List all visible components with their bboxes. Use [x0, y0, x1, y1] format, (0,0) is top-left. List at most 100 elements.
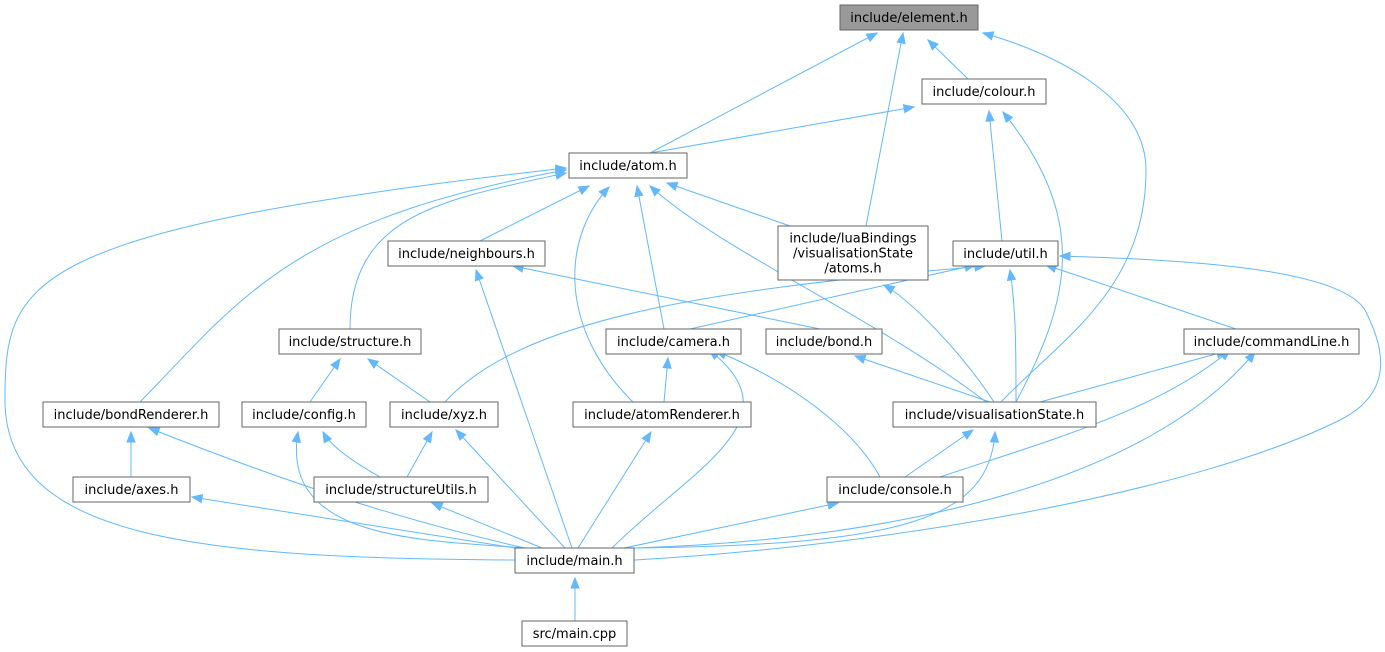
node-camera[interactable]: include/camera.h: [605, 328, 742, 355]
edge-line: [939, 349, 1231, 478]
node-neighbours[interactable]: include/neighbours.h: [387, 240, 546, 267]
node-maincpp[interactable]: src/main.cpp: [521, 620, 628, 647]
edge-line: [636, 185, 665, 330]
edge-atom-to-colour: [649, 104, 916, 154]
node-atom[interactable]: include/atom.h: [568, 152, 688, 179]
edge-axes-to-bondRenderer: [126, 430, 136, 477]
edge-atom-to-element: [649, 32, 879, 154]
edge-line: [367, 358, 431, 403]
node-box: [521, 620, 628, 647]
node-label: include/visualisationState.h: [905, 408, 1084, 423]
node-commandLine[interactable]: include/commandLine.h: [1183, 328, 1360, 355]
edge-line: [1039, 350, 1228, 403]
node-structUtils[interactable]: include/structureUtils.h: [313, 476, 489, 503]
edge-line: [883, 284, 995, 403]
node-xyz[interactable]: include/xyz.h: [389, 401, 499, 428]
edge-line: [139, 169, 567, 403]
edge-visState-to-luaatoms: [882, 284, 995, 403]
node-config[interactable]: include/config.h: [241, 401, 367, 428]
edge-main-to-structUtils: [430, 502, 543, 549]
edge-main-to-config: [291, 430, 526, 549]
arrowhead: [1244, 350, 1256, 364]
edge-commandLine-to-util: [1044, 263, 1237, 330]
arrowhead: [649, 185, 661, 197]
arrowhead: [896, 31, 906, 45]
edge-line: [988, 110, 1003, 242]
node-label: /visualisationState: [793, 247, 913, 262]
node-box: [572, 401, 752, 428]
edge-visState-to-atom: [649, 185, 987, 403]
arrowhead: [981, 31, 995, 41]
node-main[interactable]: include/main.h: [514, 547, 635, 574]
arrowhead: [555, 164, 568, 174]
edge-visState-to-element: [981, 31, 1147, 403]
edge-line: [512, 265, 821, 330]
node-label: include/camera.h: [617, 335, 730, 350]
edge-console-to-visState: [904, 429, 975, 478]
edge-line: [295, 431, 526, 549]
edge-line: [633, 431, 996, 549]
node-box: [1183, 328, 1360, 355]
edge-line: [904, 429, 974, 478]
edge-line: [715, 350, 881, 478]
node-bond[interactable]: include/bond.h: [765, 328, 883, 355]
edge-main-to-util: [633, 251, 1382, 561]
edge-luaatoms-to-element: [865, 31, 906, 227]
edge-line: [574, 186, 634, 403]
node-console[interactable]: include/console.h: [826, 476, 964, 503]
node-colour[interactable]: include/colour.h: [921, 78, 1047, 105]
arrowhead: [330, 357, 341, 371]
arrowhead: [853, 354, 867, 364]
edge-line: [349, 172, 567, 330]
arrowhead: [577, 185, 591, 195]
node-box: [387, 240, 546, 267]
node-util[interactable]: include/util.h: [952, 240, 1059, 267]
edge-line: [611, 349, 744, 549]
node-label: include/console.h: [838, 483, 952, 498]
node-label: src/main.cpp: [533, 627, 617, 642]
edge-line: [623, 502, 839, 549]
edge-structUtils-to-xyz: [406, 430, 433, 478]
arrowhead: [882, 284, 896, 295]
edge-line: [479, 185, 590, 242]
node-luaatoms[interactable]: include/luaBindings/visualisationState/a…: [777, 225, 929, 281]
edge-line: [1009, 269, 1017, 403]
node-box: [839, 4, 979, 31]
edge-line: [633, 351, 1256, 549]
arrowhead: [961, 429, 975, 440]
node-box: [777, 225, 929, 281]
edge-neighbours-to-atom: [479, 185, 591, 242]
node-box: [921, 78, 1047, 105]
edge-line: [649, 32, 878, 154]
arrowhead: [641, 430, 652, 444]
node-label: include/main.h: [526, 554, 622, 569]
arrowhead: [474, 268, 484, 282]
node-visState[interactable]: include/visualisationState.h: [892, 401, 1097, 428]
edge-bondRenderer-to-atom: [139, 167, 568, 403]
edge-structUtils-to-config: [322, 430, 381, 478]
dependency-edges: [4, 31, 1382, 621]
edge-maincpp-to-main: [570, 576, 580, 621]
edge-util-to-colour: [985, 109, 1003, 242]
edge-visState-to-bond: [853, 354, 991, 403]
node-axes[interactable]: include/axes.h: [72, 476, 191, 503]
edge-main-to-commandLine: [633, 350, 1256, 549]
node-atomRenderer[interactable]: include/atomRenderer.h: [572, 401, 752, 428]
node-structure[interactable]: include/structure.h: [278, 328, 422, 355]
node-element[interactable]: include/element.h: [839, 4, 979, 31]
arrowhead: [190, 493, 204, 504]
arrowhead: [126, 430, 136, 443]
edge-main-to-atom: [4, 164, 568, 561]
edge-line: [649, 106, 915, 154]
edge-atomRenderer-to-camera: [662, 356, 672, 403]
node-bondRenderer[interactable]: include/bondRenderer.h: [42, 401, 220, 428]
edge-main-to-atomRenderer: [577, 430, 652, 549]
node-label: include/luaBindings: [789, 232, 916, 247]
edge-atomRenderer-to-atom: [574, 186, 634, 403]
arrowhead: [927, 39, 939, 51]
edge-line: [633, 255, 1382, 561]
arrowhead: [665, 181, 679, 191]
arrowhead: [422, 430, 433, 444]
arrowhead: [1002, 110, 1014, 124]
arrowhead: [662, 356, 672, 369]
